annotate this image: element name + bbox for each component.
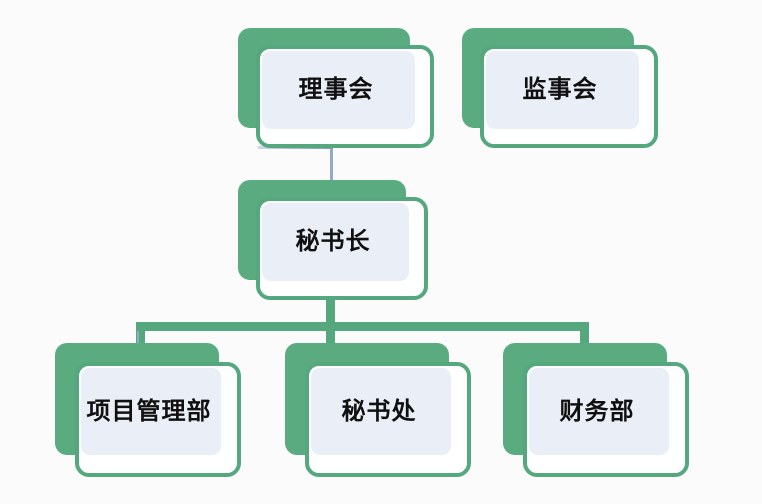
node-project-management[interactable]: 项目管理部 <box>55 343 241 477</box>
node-supervisors[interactable]: 监事会 <box>462 28 658 148</box>
node-board-label: 理事会 <box>298 76 374 103</box>
node-secretariat[interactable]: 秘书处 <box>285 343 471 477</box>
node-secretary-general-label: 秘书长 <box>295 228 371 255</box>
node-secretary-general[interactable]: 秘书长 <box>238 180 428 300</box>
node-project-management-card <box>75 362 241 477</box>
node-board[interactable]: 理事会 <box>238 28 434 148</box>
node-secretariat-panel <box>311 368 451 455</box>
node-supervisors-label: 监事会 <box>522 76 598 103</box>
node-finance-label: 财务部 <box>559 398 635 425</box>
edge-horizontal-bus <box>136 322 589 331</box>
node-supervisors-panel <box>486 51 639 129</box>
node-project-management-panel <box>81 368 221 455</box>
node-secretary-general-card <box>256 197 428 300</box>
node-finance-card <box>523 362 689 477</box>
node-supervisors-card <box>480 45 658 148</box>
node-secretary-general-panel <box>262 203 409 281</box>
node-board-card <box>256 45 434 148</box>
node-secretariat-label: 秘书处 <box>341 398 417 425</box>
node-finance-panel <box>529 368 669 455</box>
node-project-management-label: 项目管理部 <box>86 398 212 425</box>
node-finance[interactable]: 财务部 <box>503 343 689 477</box>
node-secretariat-card <box>305 362 471 477</box>
node-board-panel <box>262 51 415 129</box>
